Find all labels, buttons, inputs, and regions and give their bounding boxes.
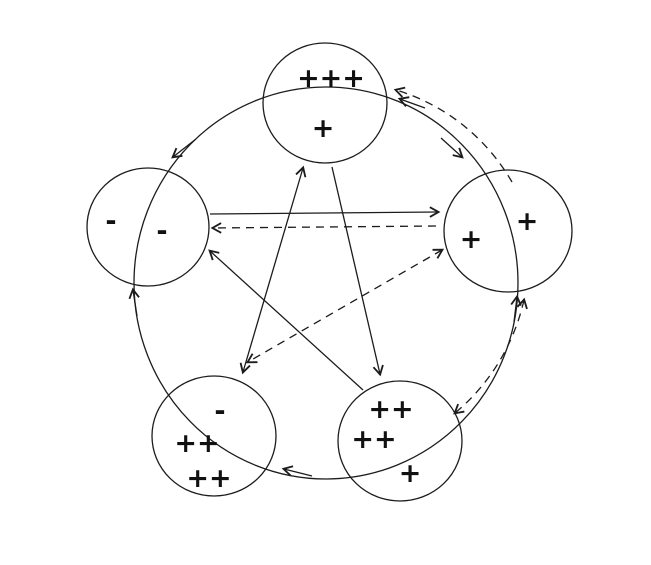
node-top-label: +: [312, 113, 335, 144]
node-bottom-right: [337, 380, 463, 502]
outer-ring: [133, 86, 519, 480]
node-bottom-right-label: +: [399, 458, 422, 489]
chord-left-to-right-solid: [209, 206, 441, 218]
ring-arrow-bottomright-to-bottomleft: [281, 465, 313, 477]
chord-right-bottomleft-dashed: [245, 248, 445, 364]
dashed-arc-right-bottomright: [453, 297, 528, 415]
chord-bottomright-to-left: [208, 249, 364, 391]
node-bottom-left: [151, 375, 277, 497]
node-left-label: -: [105, 206, 116, 237]
chord-top-bottomleft: [239, 165, 307, 375]
ring-arrow-top-to-left: [171, 138, 197, 159]
dashed-arc-right-to-top: [393, 86, 513, 183]
node-bottom-right-label: ++: [351, 424, 396, 455]
node-left: [86, 167, 210, 287]
node-top: [262, 42, 388, 164]
node-top-label: +++: [297, 63, 365, 94]
node-right-label: +: [460, 224, 483, 255]
node-right-label: +: [516, 206, 539, 237]
ring-arrow-top-to-right: [440, 137, 464, 159]
node-right: [443, 169, 573, 293]
ring-arrow-right-to-top: [397, 96, 426, 109]
chord-top-bottomright: [331, 166, 384, 377]
node-bottom-right-label: ++: [368, 394, 413, 425]
node-bottom-left-label: -: [214, 396, 225, 427]
node-left-label: -: [156, 216, 167, 247]
node-bottom-left-label: ++: [186, 463, 231, 494]
node-bottom-left-label: ++: [174, 428, 219, 459]
ring-arrow-bottomleft-to-left: [128, 287, 140, 317]
chord-right-to-left-dashed: [210, 222, 437, 234]
